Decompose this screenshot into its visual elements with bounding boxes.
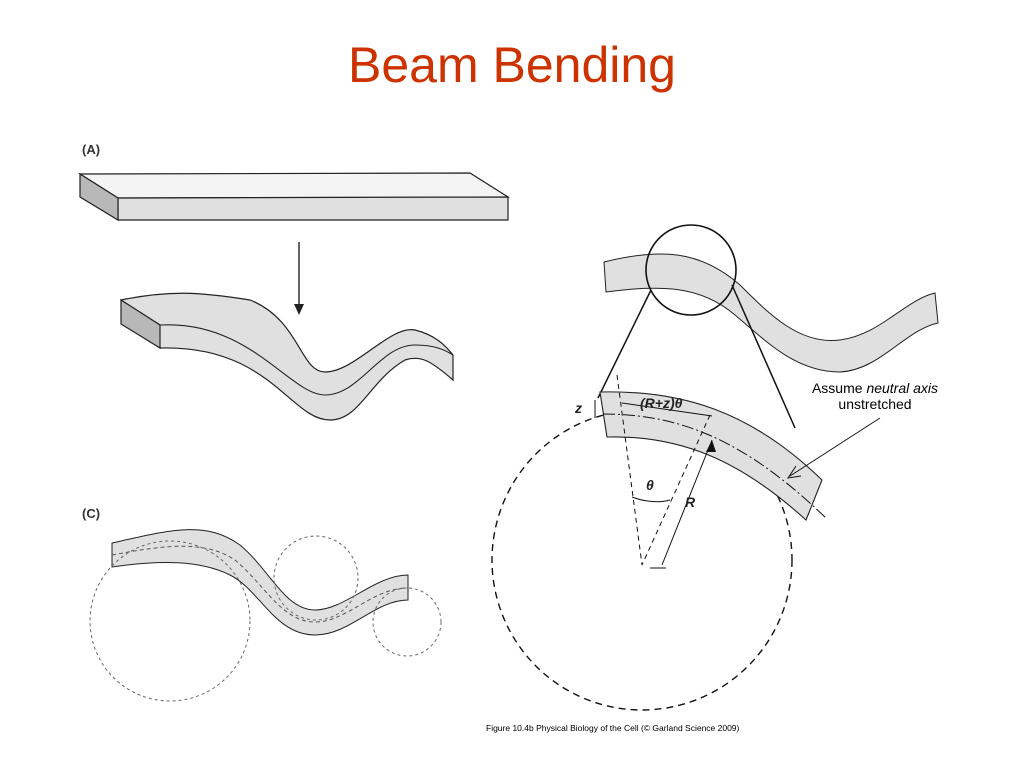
panel-c-beam — [89, 529, 442, 702]
down-arrow — [294, 242, 304, 315]
label-radius: R — [685, 494, 696, 510]
panel-a-label: (A) — [82, 142, 100, 157]
slide-title: Beam Bending — [347, 37, 676, 93]
magnifier-line-left — [597, 289, 652, 399]
magnifier-line-right — [731, 284, 796, 429]
annotation-line2: unstretched — [838, 396, 911, 412]
bent-segment-detail — [491, 374, 827, 711]
bent-beam — [119, 292, 454, 421]
magnifier-circle — [645, 224, 737, 316]
label-theta: θ — [646, 477, 654, 493]
label-arc-length: (R+z)θ — [640, 395, 683, 411]
right-beam — [603, 253, 939, 373]
straight-beam — [77, 172, 511, 222]
label-z: z — [574, 400, 582, 416]
annotation-arrow — [786, 417, 881, 479]
panel-c-label: (C) — [82, 506, 100, 521]
annotation-line1: Assume neutral axis — [812, 380, 938, 396]
figure-caption: Figure 10.4b Physical Biology of the Cel… — [486, 723, 740, 733]
